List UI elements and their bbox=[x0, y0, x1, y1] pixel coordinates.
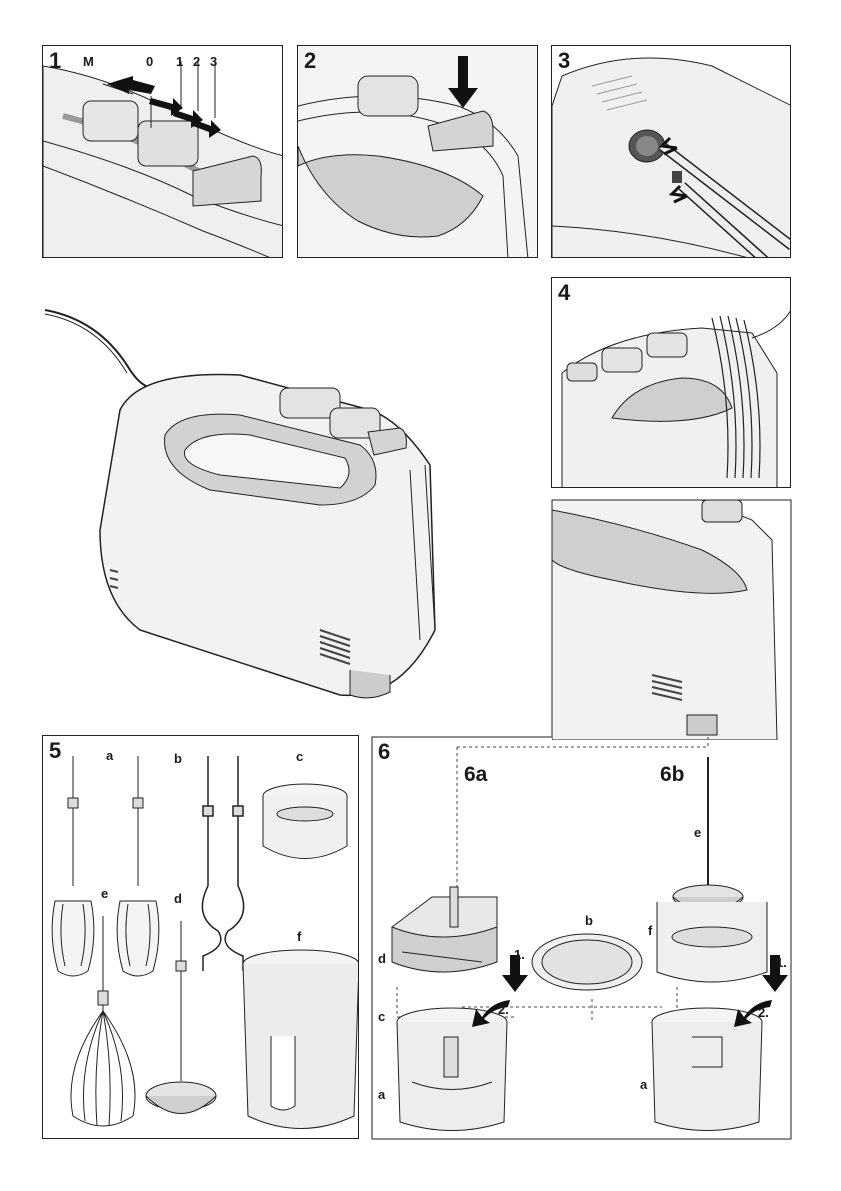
switch-label-2: 2 bbox=[193, 54, 200, 69]
panel-3-insert-tools: 3 bbox=[551, 45, 791, 258]
cord-storage-illustration bbox=[552, 278, 791, 488]
switch-label-3: 3 bbox=[210, 54, 217, 69]
hand-mixer-illustration bbox=[40, 300, 500, 740]
label-b: b bbox=[174, 751, 182, 766]
panel-1-speed-switch: 1 M 0 1 2 3 bbox=[42, 45, 283, 258]
insert-tools-illustration bbox=[552, 46, 791, 258]
attachments-illustration bbox=[43, 736, 359, 1139]
dough-hook-right bbox=[225, 756, 243, 971]
label-f: f bbox=[297, 929, 301, 944]
eject-illustration bbox=[298, 46, 538, 258]
switch-label-m: M bbox=[83, 54, 94, 69]
beater-right bbox=[117, 756, 159, 976]
panel-6b-label: 6b bbox=[660, 763, 685, 787]
label-d: d bbox=[174, 891, 182, 906]
beater-left bbox=[52, 756, 94, 976]
panel-6-contents: 6 6a 6b e b f d 1. 2. 1. 2. c a a bbox=[372, 737, 791, 1139]
seal-ring bbox=[532, 934, 642, 990]
panel-4-cord-storage: 4 bbox=[551, 277, 791, 488]
label-a-left: a bbox=[378, 1087, 385, 1102]
panel-1-number: 1 bbox=[49, 48, 61, 74]
panel-6a-label: 6a bbox=[464, 763, 487, 787]
dough-hook-left bbox=[202, 756, 220, 971]
label-b: b bbox=[585, 913, 593, 928]
label-c: c bbox=[378, 1009, 385, 1024]
label-a-right: a bbox=[640, 1077, 647, 1092]
label-a: a bbox=[106, 748, 113, 763]
switch-label-1: 1 bbox=[176, 54, 183, 69]
panel-4-number: 4 bbox=[558, 280, 570, 306]
sieve-ring bbox=[263, 784, 347, 859]
chopper-bowl-left bbox=[397, 1008, 507, 1131]
panel-5-number: 5 bbox=[49, 738, 61, 764]
step-1-right: 1. bbox=[776, 955, 787, 970]
label-c: c bbox=[296, 749, 303, 764]
label-d: d bbox=[378, 951, 386, 966]
chopper-bowl-right bbox=[652, 1008, 762, 1131]
mixer-upper-detail bbox=[552, 500, 790, 740]
switch-label-0: 0 bbox=[146, 54, 153, 69]
chopper-lid bbox=[392, 887, 497, 972]
panel-3-number: 3 bbox=[558, 48, 570, 74]
label-f: f bbox=[648, 923, 652, 938]
blending-container-6b bbox=[657, 902, 767, 982]
step-1-left: 1. bbox=[514, 947, 525, 962]
mixer-switch-illustration bbox=[43, 46, 283, 258]
chopper-assembly-illustration bbox=[372, 737, 791, 1139]
step-2-right: 2. bbox=[758, 1005, 769, 1020]
blending-jug bbox=[243, 950, 359, 1129]
panel-5-attachments: 5 a b c e d f bbox=[42, 735, 359, 1139]
panel-2-number: 2 bbox=[304, 48, 316, 74]
panel-2-eject-button: 2 bbox=[297, 45, 538, 258]
step-2-left: 2. bbox=[498, 1002, 509, 1017]
panel-6-number: 6 bbox=[378, 739, 390, 765]
label-e: e bbox=[101, 886, 108, 901]
label-e: e bbox=[694, 825, 701, 840]
